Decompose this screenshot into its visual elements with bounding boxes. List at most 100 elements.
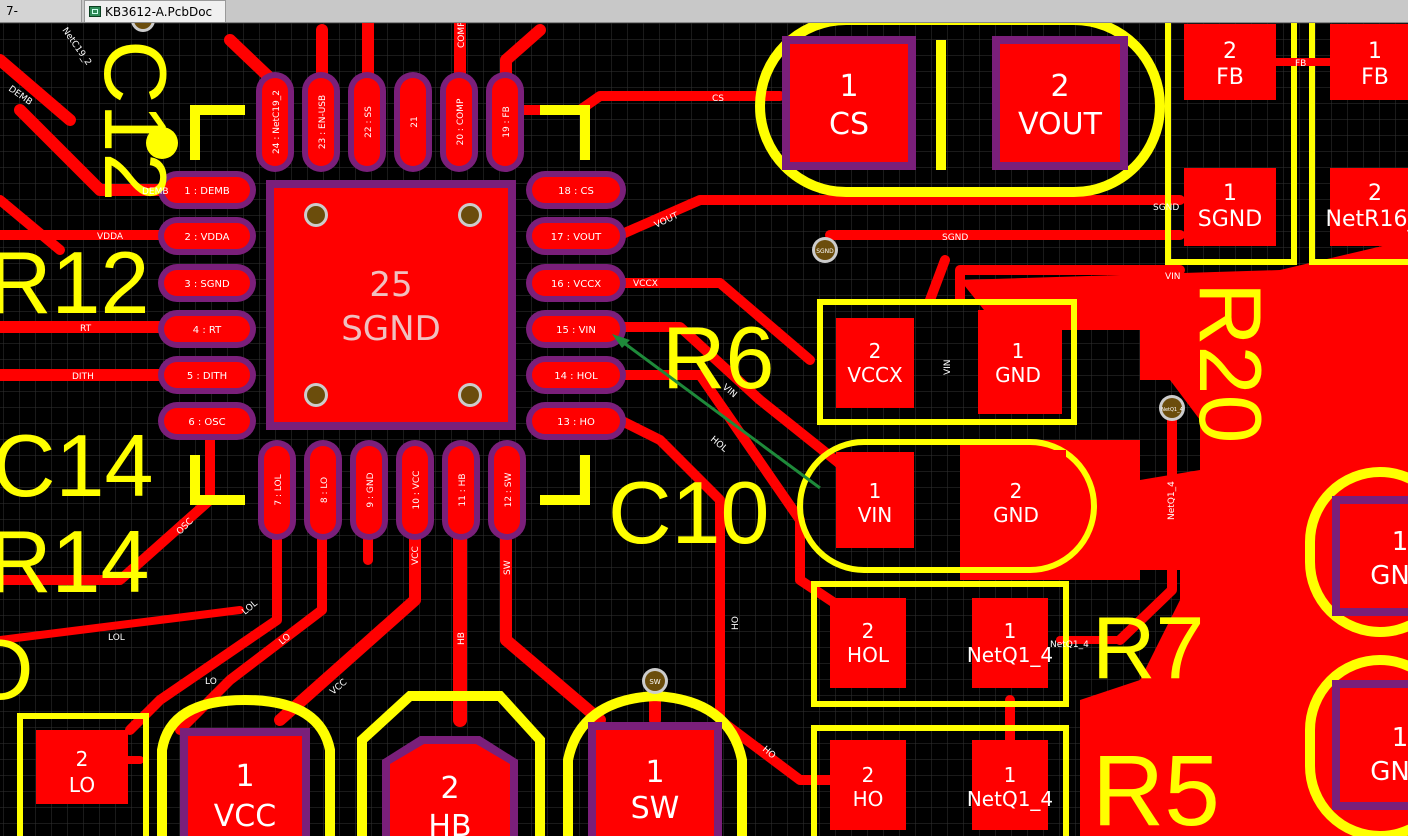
pad-vcc-net: VCC (214, 799, 276, 834)
pin-11-label: 11 : HB (458, 473, 468, 506)
trace-label-comp: COMP (457, 23, 467, 48)
trace-label-sgnd2: SGND (1153, 203, 1179, 213)
pad-lo-net: LO (69, 773, 95, 797)
pin-9-label: 9 : GND (366, 472, 376, 507)
component-lo-resistor[interactable]: 2 LO (17, 713, 149, 836)
pad-sgnd-net: SGND (1198, 207, 1262, 232)
pad-sgnd-number: 1 (1223, 181, 1237, 206)
pin-24-label: 24 : NetC19_2 (272, 90, 282, 154)
designators: C12 R12 C14 R14 R6 C10 R20 R7 R5 D (0, 40, 1280, 836)
pad-gn2-net: GN (1370, 757, 1408, 787)
trace-label-netq2: NetQ1_4 (1050, 640, 1089, 650)
via-sw-label: SW (649, 678, 660, 686)
component-q1-partial[interactable]: 1 GN 1 GN (1305, 467, 1408, 836)
pad-lo-number: 2 (76, 747, 89, 771)
pad-fb2-number: 2 (1223, 39, 1237, 64)
pad-fb1-number: 1 (1368, 39, 1382, 64)
designator-r14: R14 (0, 512, 149, 611)
pad-hol-net: HOL (847, 643, 890, 667)
pad-vccx-net: VCCX (847, 363, 903, 387)
designator-r5: R5 (1092, 735, 1220, 836)
ic-bottom-pins: 7 : LOL 8 : LO 9 : GND 10 : VCC 11 : HB … (258, 440, 526, 540)
component-r6[interactable]: 2 VCCX 1 GND (817, 299, 1077, 425)
pin-1-label: 1 : DEMB (184, 186, 230, 197)
trace-label-ho: HO (731, 616, 741, 630)
component-r20[interactable]: 2 FB 1 SGND (1165, 23, 1297, 265)
pad-gnd1-net: GND (995, 363, 1041, 387)
pad-netr16-number: 2 (1368, 181, 1382, 206)
trace-label-rt: RT (80, 324, 92, 334)
pad-netq1a-number: 1 (1004, 619, 1017, 643)
pin-2-label: 2 : VDDA (185, 232, 230, 243)
pin-13-label: 13 : HO (557, 417, 595, 428)
designator-r20: R20 (1181, 282, 1280, 443)
pin-3-label: 3 : SGND (184, 279, 230, 290)
thermal-pad-net: SGND (341, 309, 441, 349)
trace-label-sgnd: SGND (942, 233, 968, 243)
pin-22-label: 22 : SS (364, 106, 374, 138)
designator-r7: R7 (1092, 598, 1205, 697)
trace-label-cs: CS (712, 94, 724, 104)
pin-19-label: 19 : FB (502, 106, 512, 138)
thermal-pad-number: 25 (369, 265, 412, 305)
trace-label-vdda: VDDA (97, 232, 124, 242)
designator-c10: C10 (608, 463, 769, 562)
ic-u1[interactable]: 25 SGND 1 : DEMB 2 : VDDA 3 : SGND 4 : R… (146, 72, 626, 540)
component-vcc-cap[interactable]: 1 VCC (157, 694, 335, 836)
designator-c12: C12 (86, 40, 185, 201)
pad-vin-net: VIN (858, 503, 893, 527)
pad-ho-number: 2 (862, 763, 875, 787)
component-r16[interactable]: 1 FB 2 NetR16_ (1309, 23, 1408, 265)
component-c-top[interactable]: 1 CS 2 VOUT (755, 23, 1165, 197)
component-r7[interactable]: 2 HOL 1 NetQ1_4 (811, 581, 1069, 707)
pad-hol-number: 2 (862, 619, 875, 643)
pin-6-label: 6 : OSC (188, 417, 225, 428)
pad-fb2-net: FB (1216, 65, 1244, 90)
pin-12-label: 12 : SW (504, 472, 514, 507)
pad-vout-net: VOUT (1018, 107, 1103, 142)
pad-gnd1-number: 1 (1012, 339, 1025, 363)
via-sgnd-label: SGND (816, 248, 834, 255)
ic-left-pins: 1 : DEMB 2 : VDDA 3 : SGND 4 : RT 5 : DI… (158, 171, 256, 440)
pin1-marker (146, 127, 178, 159)
pin-4-label: 4 : RT (193, 325, 222, 336)
trace-label-lo2: LO (205, 677, 217, 687)
tab-pcb[interactable]: KB3612-A.PcbDoc * (84, 0, 226, 41)
pin-23-label: 23 : EN-USB (318, 95, 328, 149)
component-r5[interactable]: 2 HO 1 NetQ1_4 (811, 725, 1069, 836)
fb-trace (1276, 58, 1330, 66)
trace-label-vin3: VIN (943, 359, 953, 375)
component-c10[interactable]: 1 VIN 2 GND (797, 439, 1097, 573)
pcb-canvas[interactable]: 25 SGND 1 : DEMB 2 : VDDA 3 : SGND 4 : R… (0, 23, 1408, 836)
pin-5-label: 5 : DITH (187, 371, 227, 382)
tab-schematic[interactable]: 7-521.schdoc (0, 0, 82, 40)
pad-cs-net: CS (829, 107, 869, 142)
pad-netq1a-net: NetQ1_4 (967, 643, 1053, 667)
pad-sw-number: 1 (645, 755, 664, 790)
component-sw-inductor[interactable]: 1 SW (563, 690, 747, 836)
pad-vin-number: 1 (869, 479, 882, 503)
pad-ho-net: HO (853, 787, 884, 811)
designator-partial-d: D (0, 620, 34, 719)
pin-17-label: 17 : VOUT (551, 232, 602, 243)
pad-gnd2-net: GND (993, 503, 1039, 527)
via-netq-label: NetQ1_4 (1161, 407, 1183, 413)
designator-r6: R6 (662, 308, 775, 407)
trace-label-demb2: DEMB (142, 187, 169, 197)
pad-gn1-number: 1 (1392, 527, 1408, 557)
pin-8-label: 8 : LO (320, 477, 330, 503)
ic-right-pins: 18 : CS 17 : VOUT 16 : VCCX 15 : VIN 14 … (526, 171, 626, 440)
designator-r12: R12 (0, 233, 149, 332)
component-hb-cap[interactable]: 2 HB (357, 691, 545, 836)
pad-hb-net: HB (428, 809, 471, 836)
pad-cs-number: 1 (839, 69, 858, 104)
ratsnest-connection (612, 334, 821, 490)
pin-20-label: 20 : COMP (456, 98, 466, 145)
copper-pour (960, 240, 1408, 836)
pin-18-label: 18 : CS (558, 186, 594, 197)
designator-c14: C14 (0, 416, 153, 515)
pad-gnd2-number: 2 (1010, 479, 1023, 503)
trace-label-vcc2: VCC (411, 546, 421, 565)
pad-vcc-number: 1 (235, 759, 254, 794)
trace-label-dith: DITH (72, 372, 94, 382)
